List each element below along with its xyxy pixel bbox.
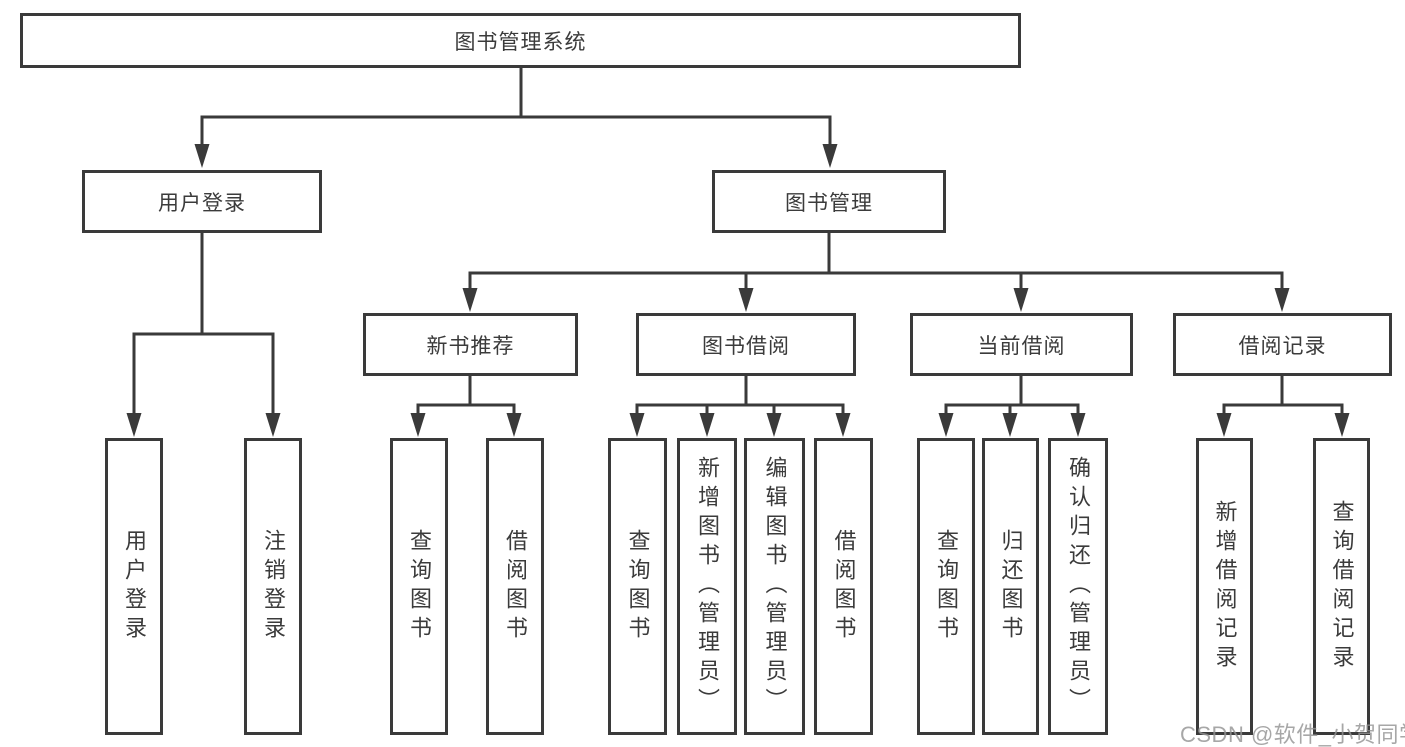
node-label-leaf-query-books-borrow: 查询图书 xyxy=(625,528,651,645)
arrowhead-icon xyxy=(822,144,838,168)
arrowhead-icon xyxy=(1002,413,1018,437)
arrowhead-icon xyxy=(766,413,782,437)
arrowhead-icon xyxy=(194,144,210,168)
connector-from-root xyxy=(200,66,832,152)
connector-from-user-login xyxy=(132,231,275,421)
csdn-watermark: CSDN @软件_小贺同学 xyxy=(1180,722,1405,747)
connector-from-book-borrowing xyxy=(635,374,845,421)
arrowhead-icon xyxy=(126,413,142,437)
diagram-node-leaf-logout: 注销登录 xyxy=(244,438,302,735)
arrowhead-icon xyxy=(835,413,851,437)
diagram-node-leaf-borrow-books-rec: 借阅图书 xyxy=(486,438,544,735)
diagram-node-user-login: 用户登录 xyxy=(82,170,322,233)
node-label-root: 图书管理系统 xyxy=(454,30,587,54)
arrowhead-icon xyxy=(1013,288,1029,312)
connector-from-new-book-recommend xyxy=(416,374,516,421)
arrowhead-icon xyxy=(265,413,281,437)
node-label-leaf-confirm-return: 确认归还（管理员） xyxy=(1066,456,1091,717)
node-label-leaf-borrow-books-borrow: 借阅图书 xyxy=(831,528,857,645)
node-label-user-login: 用户登录 xyxy=(158,191,246,215)
diagram-node-leaf-borrow-books-borrow: 借阅图书 xyxy=(814,438,873,735)
node-label-leaf-return-books: 归还图书 xyxy=(998,528,1024,645)
arrowhead-icon xyxy=(1334,413,1350,437)
node-label-leaf-query-books-rec: 查询图书 xyxy=(407,528,432,645)
node-label-leaf-query-books-current: 查询图书 xyxy=(934,528,959,645)
arrowhead-icon xyxy=(629,413,645,437)
diagram-node-borrowing-records: 借阅记录 xyxy=(1173,313,1392,376)
diagram-node-current-borrowing: 当前借阅 xyxy=(910,313,1133,376)
node-label-new-book-recommend: 新书推荐 xyxy=(426,334,515,358)
arrowhead-icon xyxy=(1070,413,1086,437)
diagram-node-leaf-return-books: 归还图书 xyxy=(982,438,1039,735)
arrowhead-icon xyxy=(410,413,426,437)
diagram-node-leaf-query-borrow-record: 查询借阅记录 xyxy=(1313,438,1370,735)
node-label-current-borrowing: 当前借阅 xyxy=(977,334,1066,358)
node-label-leaf-borrow-books-rec: 借阅图书 xyxy=(503,528,528,645)
arrowhead-icon xyxy=(699,413,715,437)
node-label-leaf-user-login: 用户登录 xyxy=(122,528,147,645)
diagram-node-new-book-recommend: 新书推荐 xyxy=(363,313,578,376)
node-label-leaf-edit-books-admin: 编辑图书（管理员） xyxy=(762,456,788,717)
arrowhead-icon xyxy=(938,413,954,437)
node-label-leaf-add-borrow-record: 新增借阅记录 xyxy=(1212,499,1238,674)
diagram-node-leaf-user-login: 用户登录 xyxy=(105,438,163,735)
arrowhead-icon xyxy=(506,413,522,437)
diagram-node-root: 图书管理系统 xyxy=(20,13,1021,68)
diagram-node-leaf-add-borrow-record: 新增借阅记录 xyxy=(1196,438,1253,735)
node-label-borrowing-records: 借阅记录 xyxy=(1238,334,1327,358)
node-label-book-borrowing: 图书借阅 xyxy=(702,334,790,358)
diagram-node-leaf-query-books-current: 查询图书 xyxy=(917,438,975,735)
node-label-leaf-logout: 注销登录 xyxy=(261,528,286,645)
arrowhead-icon xyxy=(462,288,478,312)
connector-from-current-borrowing xyxy=(944,374,1080,421)
diagram-node-book-borrowing: 图书借阅 xyxy=(636,313,856,376)
arrowhead-icon xyxy=(1274,288,1290,312)
node-label-leaf-add-books-admin: 新增图书（管理员） xyxy=(695,456,720,717)
arrowhead-icon xyxy=(738,288,754,312)
node-label-book-management: 图书管理 xyxy=(785,191,873,215)
arrowhead-icon xyxy=(1216,413,1232,437)
connector-from-borrowing-records xyxy=(1222,374,1344,421)
diagram-node-leaf-query-books-rec: 查询图书 xyxy=(390,438,448,735)
diagram-node-leaf-add-books-admin: 新增图书（管理员） xyxy=(677,438,737,735)
diagram-node-leaf-edit-books-admin: 编辑图书（管理员） xyxy=(744,438,805,735)
node-label-leaf-query-borrow-record: 查询借阅记录 xyxy=(1329,499,1355,674)
diagram-node-book-management: 图书管理 xyxy=(712,170,946,233)
diagram-node-leaf-confirm-return: 确认归还（管理员） xyxy=(1048,438,1108,735)
connector-from-book-management xyxy=(468,231,1284,296)
diagram-node-leaf-query-books-borrow: 查询图书 xyxy=(608,438,667,735)
